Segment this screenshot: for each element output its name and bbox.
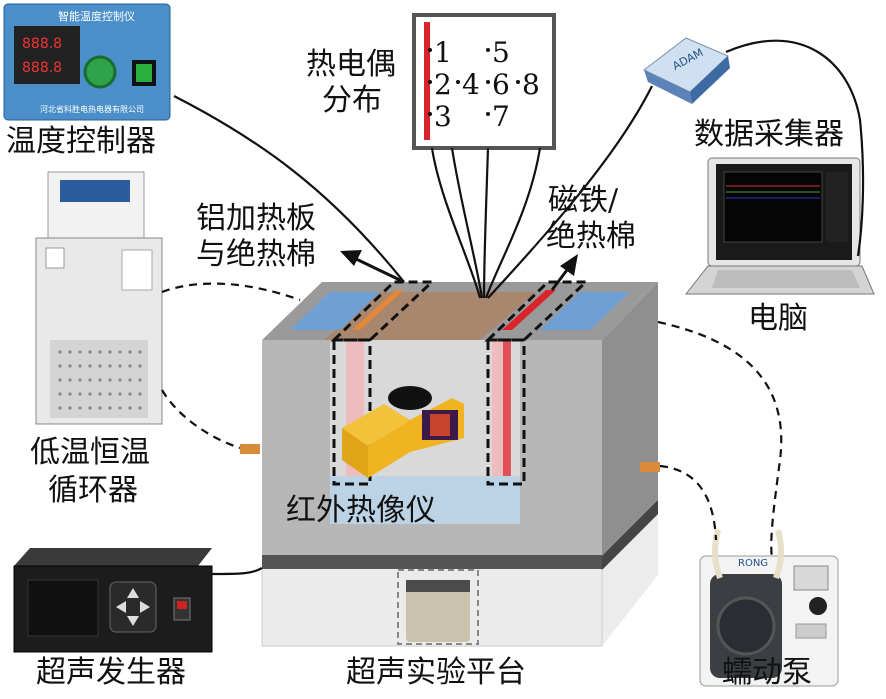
tc-point-1: 1 [434, 36, 452, 69]
tc-point-4: 4 [462, 68, 480, 101]
label-magnet-2: 绝热棉 [546, 219, 636, 254]
ir-camera [342, 386, 464, 478]
tc-point-2: 2 [434, 68, 452, 101]
label-temperature-controller: 温度控制器 [6, 124, 156, 159]
label-daq: 数据采集器 [694, 117, 844, 152]
controller-title: 智能温度控制仪 [58, 9, 135, 23]
tc-point-7: 7 [492, 100, 510, 133]
tc-point-8: 8 [522, 68, 540, 101]
cables [173, 39, 865, 576]
ultrasonic-platform-base [261, 514, 658, 647]
label-peristaltic-pump: 蠕动泵 [722, 655, 812, 690]
label-chiller-2: 循环器 [48, 473, 138, 508]
svg-text:888.8: 888.8 [22, 60, 62, 76]
tc-point-3: 3 [434, 100, 452, 133]
tc-point-6: 6 [492, 68, 510, 101]
tc-point-5: 5 [492, 36, 510, 69]
arrows [340, 250, 578, 291]
data-acquisition-device: ADAM [643, 37, 730, 104]
label-ultrasonic-platform: 超声实验平台 [346, 655, 526, 690]
label-ir-camera: 红外热像仪 [286, 493, 436, 528]
pump-brand: RONG [738, 558, 768, 569]
water-pipes [161, 282, 783, 561]
label-thermocouple-2: 分布 [322, 83, 382, 118]
chiller-device [35, 171, 163, 425]
svg-text:888.8: 888.8 [22, 36, 62, 52]
label-ultrasonic-generator: 超声发生器 [36, 655, 186, 690]
label-chiller-1: 低温恒温 [30, 435, 150, 470]
label-al-plate-1: 铝加热板 [196, 201, 316, 236]
controller-company: 河北省科胜电热电器有限公司 [40, 104, 144, 114]
label-computer: 电脑 [748, 301, 808, 336]
temperature-controller-device: 888.8 888.8 智能温度控制仪 河北省科胜电热电器有限公司 [3, 3, 171, 121]
laptop-device [684, 157, 875, 295]
label-al-plate-2: 与绝热棉 [196, 237, 316, 272]
label-thermocouple-1: 热电偶 [306, 47, 396, 82]
peristaltic-pump-device: RONG [699, 529, 839, 687]
label-magnet-1: 磁铁/ [548, 183, 619, 218]
thermocouple-layout-box: 1 2 3 4 5 6 7 8 [412, 13, 556, 150]
ultrasonic-generator-device [13, 548, 213, 653]
